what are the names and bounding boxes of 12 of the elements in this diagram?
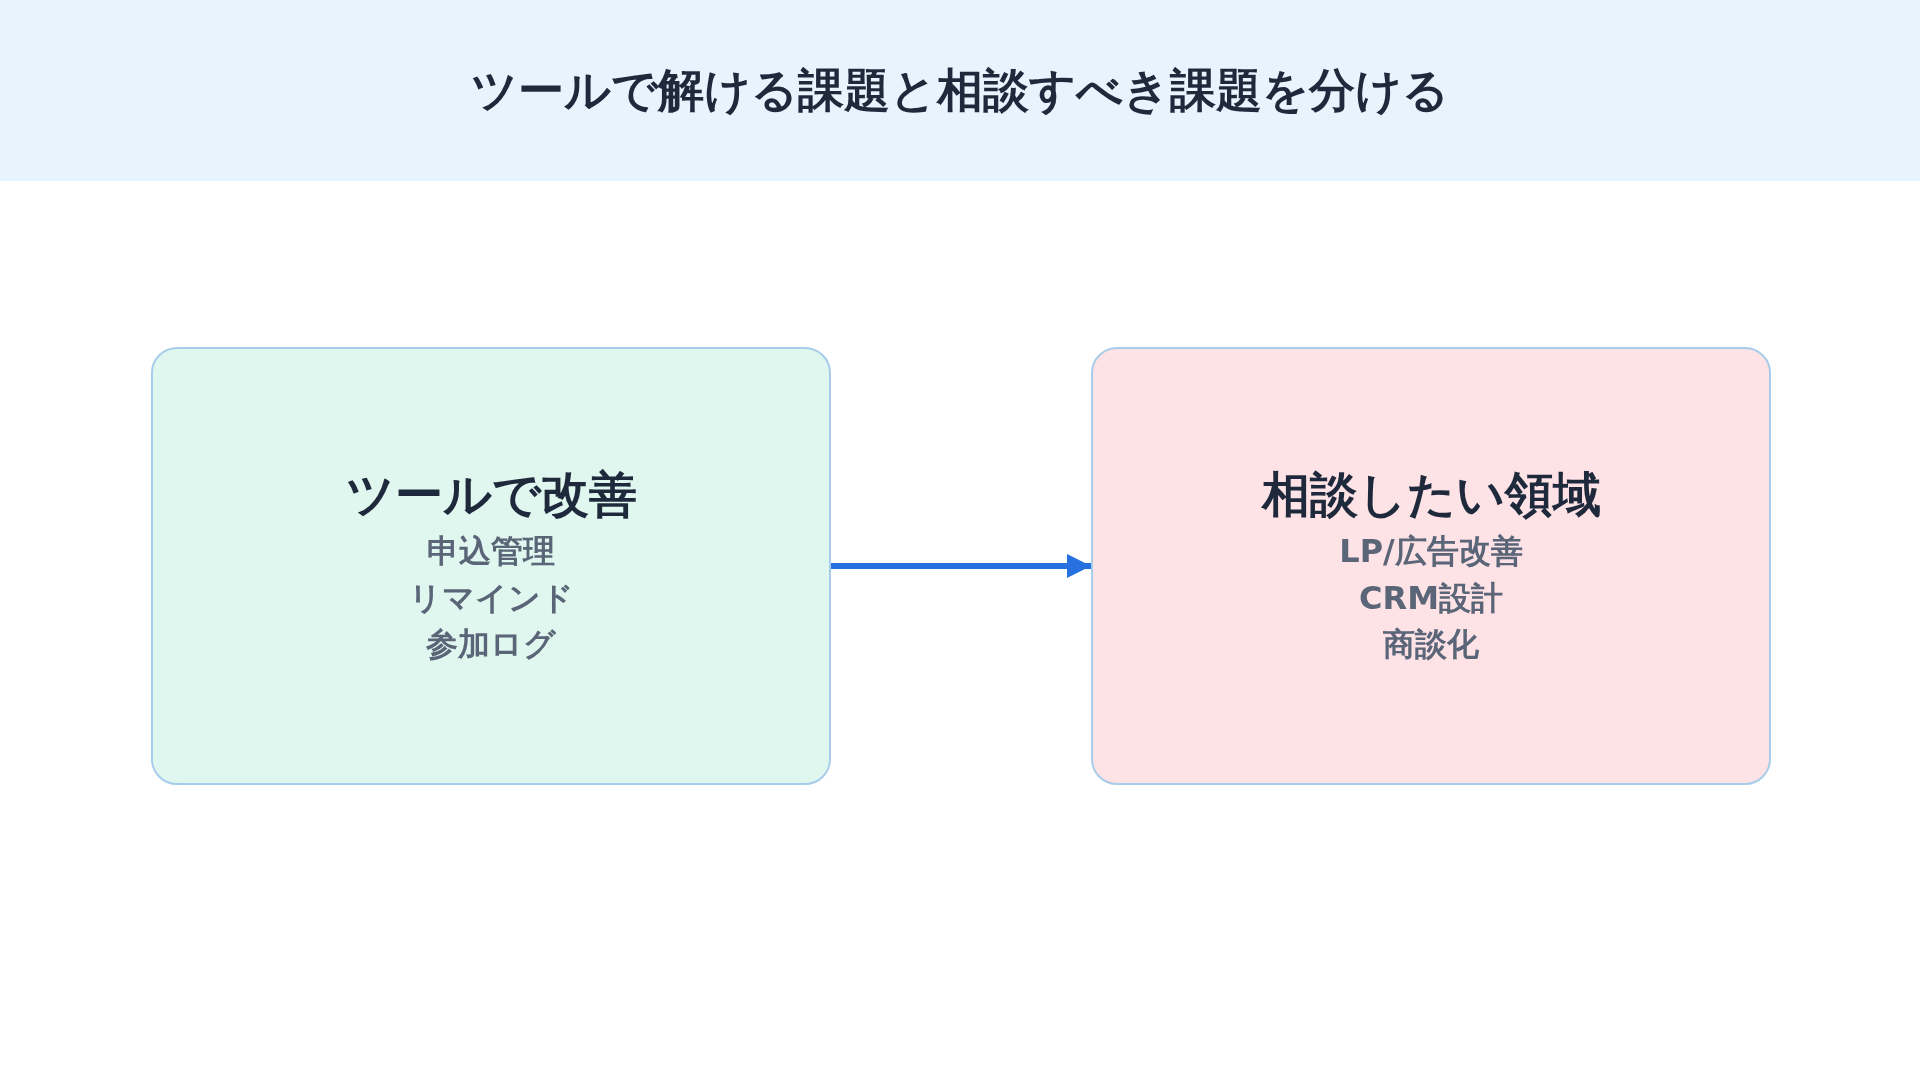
category-box bbox=[151, 347, 831, 785]
title: ツールで解ける課題と相談すべき課題を分ける bbox=[471, 62, 1449, 119]
list-item: リマインド bbox=[408, 577, 574, 619]
category-box bbox=[1091, 347, 1771, 785]
list-item: 申込管理 bbox=[427, 531, 555, 573]
list-item: 商談化 bbox=[1383, 624, 1479, 666]
box-heading: ツールで改善 bbox=[345, 465, 637, 525]
list-item: LP/広告改善 bbox=[1339, 531, 1523, 573]
arrow bbox=[831, 554, 1091, 578]
list-item: 参加ログ bbox=[426, 624, 556, 666]
list-item: CRM設計 bbox=[1359, 577, 1503, 619]
box-heading: 相談したい領域 bbox=[1261, 465, 1601, 525]
